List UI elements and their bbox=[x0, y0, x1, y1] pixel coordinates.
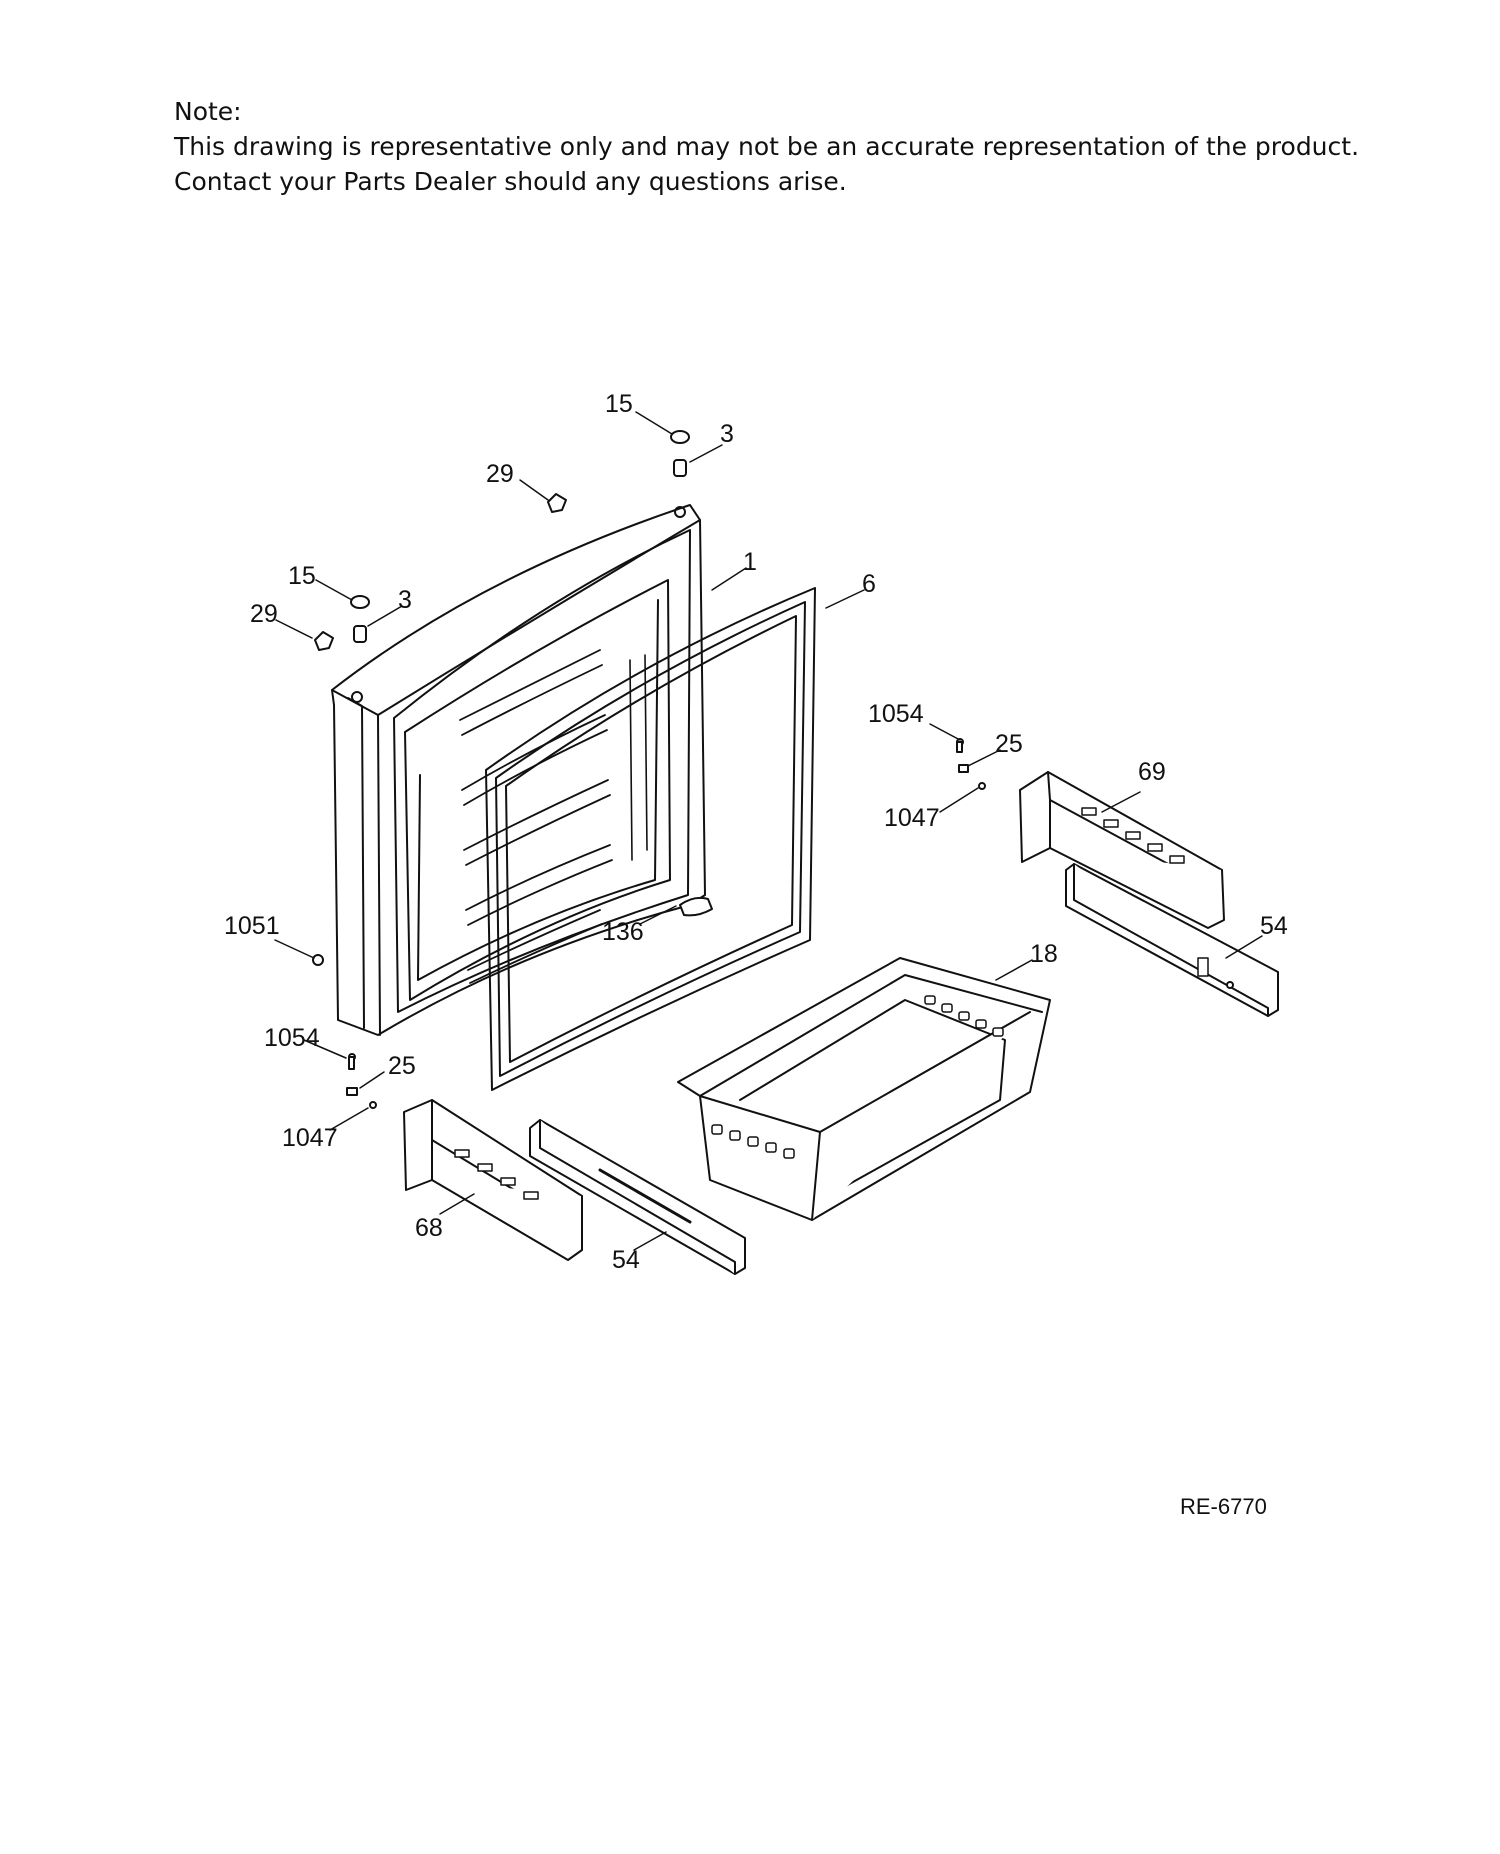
callout-25-right: 25 bbox=[995, 730, 1023, 758]
screw-1051 bbox=[312, 954, 324, 966]
callout-3-left: 3 bbox=[398, 586, 412, 614]
hinge-pin-top bbox=[547, 493, 567, 513]
slide-rail-right bbox=[1065, 863, 1279, 1017]
callout-15-top: 15 bbox=[605, 390, 633, 418]
callout-1054-left: 1054 bbox=[264, 1024, 320, 1052]
pin-right bbox=[978, 782, 986, 790]
disclaimer-note: Note: This drawing is representative onl… bbox=[174, 94, 1359, 199]
callout-25-left: 25 bbox=[388, 1052, 416, 1080]
bushing-left bbox=[353, 625, 367, 643]
part-136 bbox=[679, 896, 713, 917]
callout-54-right: 54 bbox=[1260, 912, 1288, 940]
callout-136: 136 bbox=[602, 918, 644, 946]
pin-left bbox=[369, 1101, 377, 1109]
callout-1: 1 bbox=[743, 548, 757, 576]
leader-lines bbox=[274, 411, 1263, 1251]
callout-1047-left: 1047 bbox=[282, 1124, 338, 1152]
callout-69: 69 bbox=[1138, 758, 1166, 786]
callout-29-left: 29 bbox=[250, 600, 278, 628]
callout-1054-right: 1054 bbox=[868, 700, 924, 728]
freezer-door bbox=[331, 504, 706, 1036]
freezer-basket bbox=[677, 957, 1051, 1221]
note-line-2: Contact your Parts Dealer should any que… bbox=[174, 167, 847, 196]
bracket-68 bbox=[403, 1099, 583, 1261]
cap-left bbox=[350, 595, 370, 609]
callout-29-top: 29 bbox=[486, 460, 514, 488]
hardware-parts bbox=[312, 430, 986, 1109]
hinge-pin-left bbox=[314, 631, 334, 651]
callout-labels: 15 3 29 15 3 29 1 6 1054 25 69 1047 136 … bbox=[224, 390, 1288, 1274]
washer-right bbox=[958, 764, 969, 773]
drawing-reference-code: RE-6770 bbox=[1180, 1494, 1267, 1519]
callout-1047-right: 1047 bbox=[884, 804, 940, 832]
slide-rail-bottom bbox=[529, 1119, 746, 1275]
callout-3-top: 3 bbox=[720, 420, 734, 448]
washer-left bbox=[346, 1087, 358, 1096]
callout-54-bottom: 54 bbox=[612, 1246, 640, 1274]
callout-1051: 1051 bbox=[224, 912, 280, 940]
callout-68: 68 bbox=[415, 1214, 443, 1242]
callout-18: 18 bbox=[1030, 940, 1058, 968]
callout-15-left: 15 bbox=[288, 562, 316, 590]
callout-6: 6 bbox=[862, 570, 876, 598]
bracket-69 bbox=[1019, 771, 1225, 929]
bushing-top bbox=[673, 459, 687, 477]
note-line-1: This drawing is representative only and … bbox=[174, 132, 1360, 161]
door-gasket bbox=[485, 587, 816, 1091]
cap-top bbox=[670, 430, 690, 444]
note-heading: Note: bbox=[174, 97, 242, 126]
